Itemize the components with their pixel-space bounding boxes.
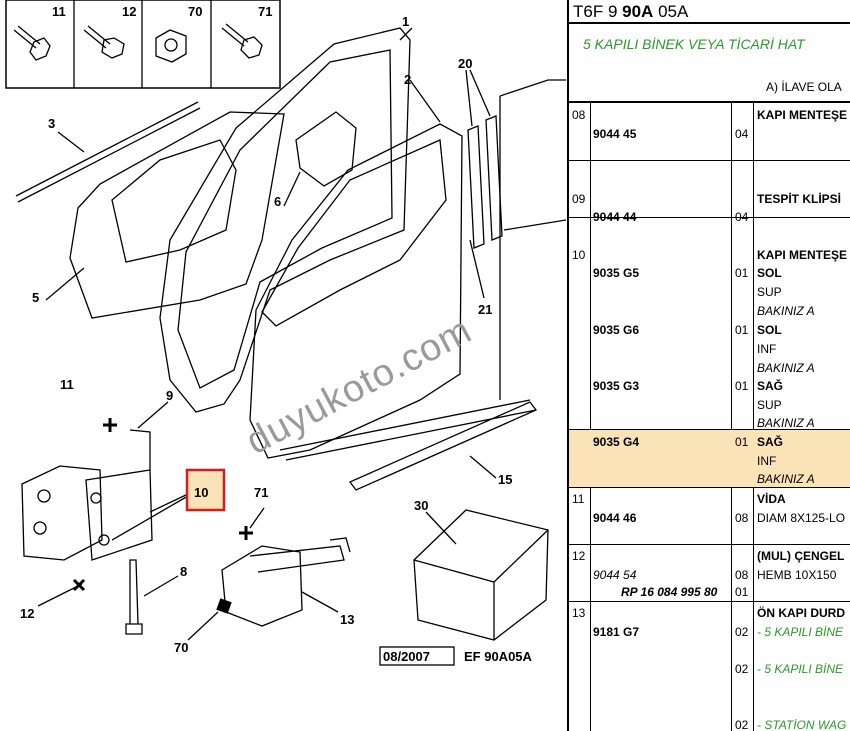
table-cell: DIAM 8X125-LO bbox=[757, 511, 846, 525]
section-title: 5 KAPILI BİNEK VEYA TİCARİ HAT bbox=[583, 36, 805, 52]
part-label-11: 11 bbox=[60, 377, 74, 392]
part-label-21: 21 bbox=[478, 302, 492, 317]
table-row: 11 VİDA 9044 46 08 DIAM 8X125-LO bbox=[569, 488, 850, 545]
part-label-71: 71 bbox=[254, 485, 268, 500]
table-cell: 04 bbox=[735, 127, 749, 141]
table-row: 09 9044 44 04 TESPİT KLİPSİ bbox=[569, 161, 850, 224]
part-label-5: 5 bbox=[32, 290, 39, 305]
part-label-70: 70 bbox=[188, 4, 202, 19]
header-suffix: 05A bbox=[658, 2, 689, 21]
part-label-20: 20 bbox=[458, 56, 472, 71]
catalog-header: T6F 9 90A 05A bbox=[569, 0, 850, 24]
part-label-2: 2 bbox=[404, 72, 411, 87]
table-row: 08 9044 45 04 KAPI MENTEŞE bbox=[569, 103, 850, 161]
table-cell: SOL bbox=[757, 266, 782, 280]
part-label-6: 6 bbox=[274, 194, 281, 209]
table-cell: 9044 46 bbox=[593, 511, 637, 525]
table-cell: 04 bbox=[735, 210, 749, 224]
parts-table: T6F 9 90A 05A 5 KAPILI BİNEK VEYA TİCARİ… bbox=[567, 0, 850, 731]
part-label-30: 30 bbox=[414, 498, 428, 513]
table-cell: 9035 G4 bbox=[593, 435, 640, 449]
table-cell: TESPİT KLİPSİ bbox=[757, 192, 842, 206]
table-cell: INF bbox=[757, 454, 777, 468]
table-cell: 9044 54 bbox=[593, 568, 637, 582]
part-label-13: 13 bbox=[340, 612, 354, 627]
table-cell: ÖN KAPI DURD bbox=[757, 606, 846, 620]
table-cell: 9035 G3 bbox=[593, 379, 640, 393]
table-cell: KAPI MENTEŞE bbox=[757, 248, 848, 262]
diagram-ref-name: EF 90A05A bbox=[464, 649, 533, 664]
table-cell: 12 bbox=[572, 549, 586, 563]
table-cell: SUP bbox=[757, 398, 782, 412]
table-cell: BAKINIZ A bbox=[757, 416, 815, 430]
table-cell: 08 bbox=[572, 108, 586, 122]
part-label-70: 70 bbox=[174, 640, 188, 655]
table-cell: HEMB 10X150 bbox=[757, 568, 837, 582]
highlight-callout-10 bbox=[185, 468, 226, 512]
table-cell: - 5 KAPILI BİNE bbox=[757, 662, 844, 676]
part-label-8: 8 bbox=[180, 564, 187, 579]
table-cell: SUP bbox=[757, 285, 782, 299]
header-prefix: T6F 9 bbox=[573, 2, 618, 21]
table-cell: 9035 G6 bbox=[593, 323, 640, 337]
table-cell: KAPI MENTEŞE bbox=[757, 108, 848, 122]
part-label-12: 12 bbox=[122, 4, 136, 19]
table-cell: 02 bbox=[735, 625, 749, 639]
table-cell: 08 bbox=[735, 511, 749, 525]
table-cell: 9044 44 bbox=[593, 210, 637, 224]
header-bold: 90A bbox=[622, 2, 654, 21]
table-row: 13 ÖN KAPI DURD 9181 G7 02 - 5 KAPILI BİNE 02… bbox=[569, 602, 850, 731]
table-cell: BAKINIZ A bbox=[757, 361, 815, 375]
table-cell: BAKINIZ A bbox=[757, 304, 815, 318]
table-cell: RP 16 084 995 80 bbox=[621, 585, 718, 599]
table-cell: - 5 KAPILI BİNE bbox=[757, 625, 844, 639]
table-cell: 9044 45 bbox=[593, 127, 637, 141]
table-cell: 02 bbox=[735, 662, 749, 676]
part-label-9: 9 bbox=[166, 388, 173, 403]
watermark: duyukoto.com bbox=[240, 309, 479, 463]
part-label-71: 71 bbox=[258, 4, 272, 19]
table-cell: 10 bbox=[572, 248, 586, 262]
table-cell: SAĞ bbox=[757, 379, 784, 393]
table-row: 9035 G4 01 SAĞ INF BAKINIZ A bbox=[569, 430, 850, 488]
table-row: 12 (MUL) ÇENGEL 9044 54 08 HEMB 10X150 RP 16 … bbox=[569, 545, 850, 602]
table-cell: (MUL) ÇENGEL bbox=[757, 549, 845, 563]
part-label-10: 10 bbox=[194, 485, 208, 500]
table-cell: 01 bbox=[735, 585, 749, 599]
table-cell: BAKINIZ A bbox=[757, 472, 815, 486]
table-cell: 9181 G7 bbox=[593, 625, 640, 639]
table-cell: SOL bbox=[757, 323, 782, 337]
table-cell: 01 bbox=[735, 379, 749, 393]
table-cell: 9035 G5 bbox=[593, 266, 640, 280]
table-cell: 13 bbox=[572, 606, 586, 620]
table-cell: INF bbox=[757, 342, 777, 356]
table-cell: 01 bbox=[735, 266, 749, 280]
part-label-12: 12 bbox=[20, 606, 34, 621]
table-cell: 09 bbox=[572, 192, 586, 206]
diagram-ref-code: 08/2007 bbox=[383, 649, 430, 664]
table-cell: 02 bbox=[735, 718, 749, 731]
part-label-1: 1 bbox=[402, 14, 409, 29]
part-label-15: 15 bbox=[498, 472, 512, 487]
table-cell: VİDA bbox=[757, 492, 786, 506]
table-cell: 01 bbox=[735, 323, 749, 337]
part-label-3: 3 bbox=[48, 116, 55, 131]
section-subtitle: A) İLAVE OLA bbox=[766, 80, 842, 94]
table-cell: 08 bbox=[735, 568, 749, 582]
part-label-11: 11 bbox=[52, 4, 66, 19]
table-cell: - STATİON WAG bbox=[757, 718, 847, 731]
table-cell: 11 bbox=[572, 492, 585, 506]
table-cell: 01 bbox=[735, 435, 749, 449]
table-cell: SAĞ bbox=[757, 435, 784, 449]
